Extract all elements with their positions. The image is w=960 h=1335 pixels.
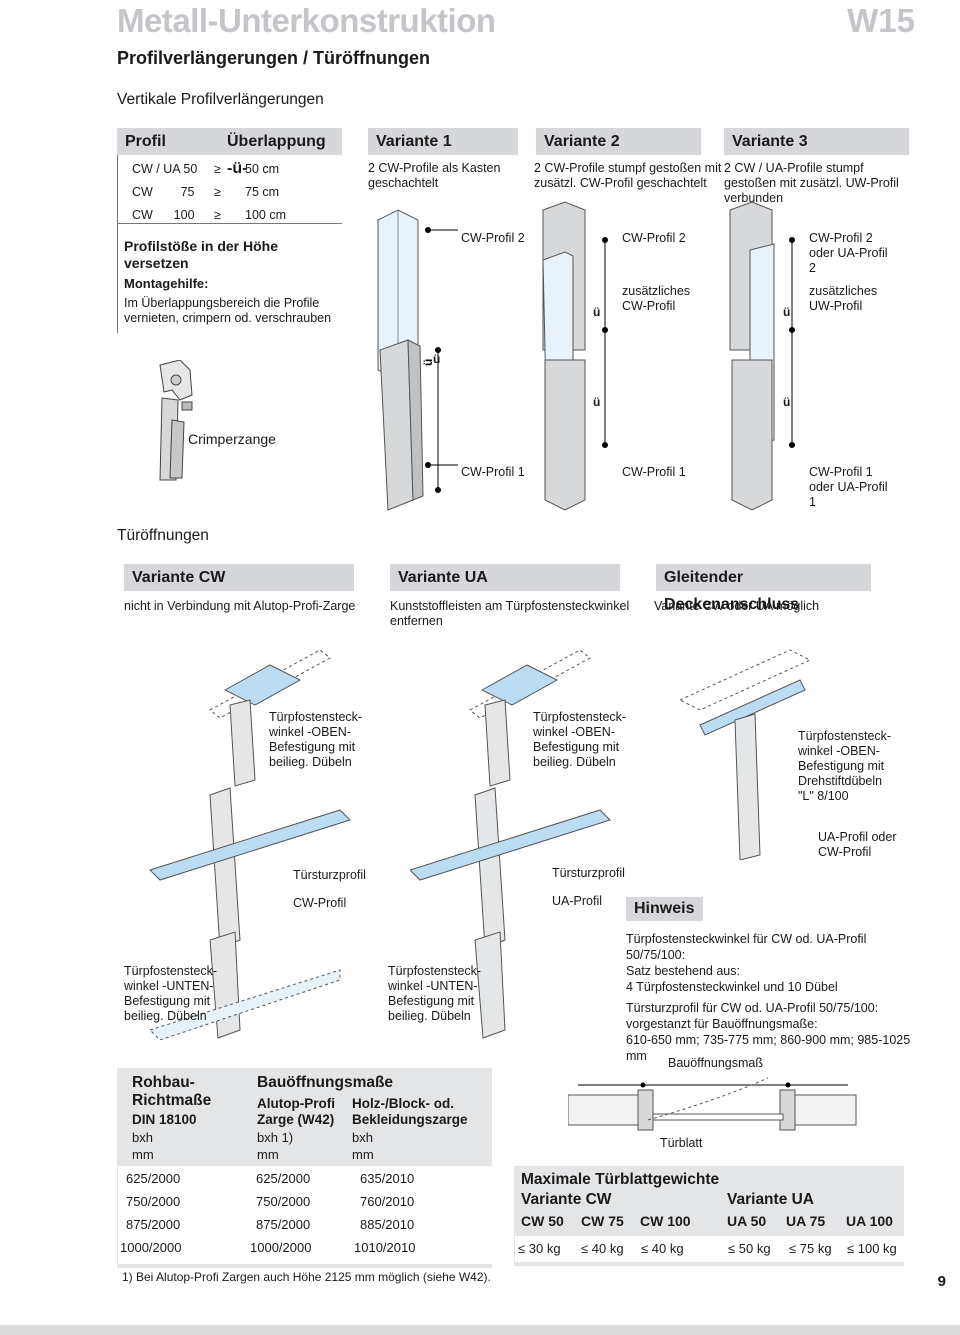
variant-1-drawing: ü (377, 209, 458, 511)
v3-overlap-lower: ü (783, 395, 791, 409)
note-offset: Profilstöße in der Höhe versetzen (124, 238, 279, 271)
door-sliding-profile-label: UA-Profil oder CW-Profil (818, 830, 897, 859)
sizes-rows: 625/2000 625/2000 635/2010 750/2000 750/… (117, 1166, 492, 1268)
door-sliding-drawing (680, 649, 810, 860)
weights-title: Maximale Türblattgewichte (521, 1171, 720, 1188)
door-cw-profile-label: CW-Profil (293, 896, 347, 910)
opening-label: Bauöffnungsmaß (668, 1056, 763, 1070)
footer-bar (0, 1325, 960, 1335)
weights-header: Maximale Türblattgewichte Variante CW Va… (514, 1166, 904, 1236)
page-title: Metall-Unterkonstruktion (117, 2, 496, 39)
v2-mid-label: zusätzliches CW-Profil (622, 284, 691, 313)
v3-overlap-upper: ü (783, 305, 791, 319)
divider (117, 155, 118, 333)
weights-values: ≤ 30 kg ≤ 40 kg ≤ 40 kg ≤ 50 kg ≤ 75 kg … (514, 1236, 904, 1264)
leaf-label: Türblatt (660, 1136, 703, 1150)
help-text: Im Überlappungsbereich die Profile verni… (124, 296, 332, 325)
door-ua-upper-label: Türpfostensteck-winkel -OBEN- Befestigun… (533, 710, 627, 769)
door-variant-cw-bar: Variante CW (124, 564, 354, 591)
door-ua-lower-label: Türpfostensteck-winkel -UNTEN- Befestigu… (388, 964, 482, 1023)
table-row: CW 100 ≥ 100 cm (132, 208, 286, 222)
door-cw-upper-label: Türpfostensteck-winkel -OBEN- Befestigun… (269, 710, 363, 769)
variant-2-drawing (542, 201, 608, 511)
crimper-label: Crimperzange (188, 431, 276, 447)
variant-3-desc: 2 CW / UA-Profile stumpf gestoßen mit zu… (724, 161, 899, 205)
v1-overlap: ü (433, 352, 441, 366)
col1-sub: DIN 18100 (132, 1112, 197, 1127)
v2-bottom-label: CW-Profil 1 (622, 465, 686, 479)
svg-text:ü: ü (421, 359, 435, 366)
door-cw-lintel-label: Türsturzprofil (293, 868, 366, 882)
variant-2-desc: 2 CW-Profile stumpf gestoßen mit zusätzl… (534, 161, 722, 190)
door-section-drawing (568, 1077, 857, 1131)
door-cw-desc: nicht in Verbindung mit Alutop-Profi-Zar… (124, 599, 356, 613)
door-variant-sliding-bar: Gleitender Deckenanschluss (656, 564, 871, 613)
page-subtitle: Profilverlängerungen / Türöffnungen (117, 48, 431, 68)
section-code: W15 (847, 2, 915, 39)
v3-mid-label: zusätzliches UW-Profil (809, 284, 878, 313)
door-ua-desc: Kunststoffleisten am Türpfostensteckwink… (390, 599, 630, 628)
section-heading-vertical: Vertikale Profilverlängerungen (117, 91, 324, 108)
overlap-table: CW / UA 50 ≥ 50 cm CW 75 ≥ 75 cm CW 100 … (132, 162, 347, 231)
door-variant-ua-bar: Variante UA (390, 564, 620, 591)
table-row: CW 75 ≥ 75 cm (132, 185, 280, 199)
crimper-tool-drawing (159, 360, 193, 481)
v3-bottom-label: CW-Profil 1 oder UA-Profil 1 (809, 465, 888, 509)
col3-head: Holz-/Block- od. Bekleidungszarge (352, 1096, 468, 1127)
divider (117, 223, 342, 224)
page-number: 9 (937, 1273, 946, 1290)
weights-ua-title: Variante UA (727, 1191, 815, 1208)
door-cw-drawing (149, 649, 351, 1040)
door-cw-lower-label: Türpfostensteck-winkel -UNTEN- Befestigu… (124, 964, 218, 1023)
variant-3-bar: Variante 3 (724, 128, 909, 155)
table-row: CW / UA 50 ≥ 50 cm (132, 162, 280, 176)
col1-head: Rohbau- Richtmaße (132, 1074, 212, 1109)
v2-overlap-lower: ü (593, 395, 601, 409)
variant-3-drawing (729, 201, 795, 511)
span-head: Bauöffnungsmaße (257, 1074, 394, 1091)
v1-top-label: CW-Profil 2 (461, 231, 525, 245)
door-sliding-upper-label: Türpfostensteck-winkel -OBEN- Befestigun… (798, 729, 892, 803)
variant-1-desc: 2 CW-Profile als Kasten geschachtelt (368, 161, 501, 190)
door-sliding-desc: Variante CW oder UA möglich (654, 599, 820, 613)
door-ua-drawing (410, 649, 611, 1039)
section-heading-doors: Türöffnungen (117, 527, 209, 544)
col-overlap: Überlappung -ü- (227, 133, 326, 177)
door-ua-profile-label: UA-Profil (552, 894, 603, 908)
v2-overlap-upper: ü (593, 305, 601, 319)
weights-cw-title: Variante CW (521, 1191, 612, 1208)
variant-1-bar: Variante 1 (368, 128, 518, 155)
footnote: 1) Bei Alutop-Profi Zargen auch Höhe 212… (122, 1270, 491, 1284)
v2-top-label: CW-Profil 2 (622, 231, 686, 245)
hint-text: Türpfostensteckwinkel für CW od. UA-Prof… (626, 932, 911, 1063)
door-ua-lintel-label: Türsturzprofil (552, 866, 625, 880)
v3-top-label: CW-Profil 2 oder UA-Profil 2 (809, 231, 888, 275)
v1-bottom-label: CW-Profil 1 (461, 465, 525, 479)
help-title: Montagehilfe: (124, 276, 209, 291)
overlap-table-header: Profil Überlappung -ü- (117, 128, 342, 177)
variant-2-bar: Variante 2 (536, 128, 701, 155)
col-profil: Profil (125, 133, 166, 150)
hint-title: Hinweis (626, 897, 703, 921)
col2-head: Alutop-Profi Zarge (W42) (257, 1096, 335, 1127)
